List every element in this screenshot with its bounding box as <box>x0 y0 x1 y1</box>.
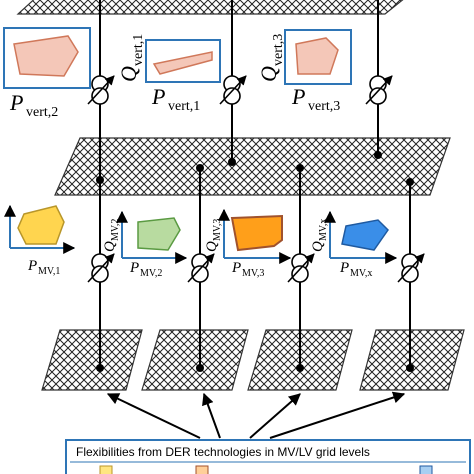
arrow-to-lv-4 <box>269 391 406 439</box>
node-mv-b <box>228 158 236 166</box>
svg-text:MV,x: MV,x <box>318 219 329 241</box>
transformer-mv-3 <box>287 253 315 283</box>
svg-text:Q: Q <box>102 241 118 252</box>
label-p-mv-x: P MV,x <box>339 260 372 279</box>
label-q-mv-3: Q MV,3 <box>204 219 223 252</box>
svg-text:MV,2: MV,2 <box>110 219 121 241</box>
node-mv-4 <box>406 178 414 186</box>
flex-region-mv-3 <box>218 208 292 264</box>
node-mv-c <box>374 151 382 159</box>
svg-text:vert,3: vert,3 <box>271 34 286 66</box>
label-q-mv-x: Q MV,x <box>310 219 329 252</box>
node-mv-2 <box>196 164 204 172</box>
lv-grid-plane-4 <box>359 329 465 391</box>
node-lv-2 <box>196 364 204 372</box>
flex-region-mv-2 <box>116 210 188 264</box>
mv-grid-plane <box>54 137 451 196</box>
flex-region-vert-2 <box>3 27 91 89</box>
label-p-vert-3: P vert,3 <box>291 84 340 114</box>
transformer-mv-1 <box>87 253 115 283</box>
legend-swatch-2 <box>195 465 209 474</box>
der-flexibility-legend: Flexibilities from DER technologies in M… <box>65 439 471 474</box>
svg-text:vert,1: vert,1 <box>168 99 200 114</box>
legend-text: Flexibilities from DER technologies in M… <box>76 445 370 459</box>
svg-text:vert,1: vert,1 <box>131 34 146 66</box>
svg-text:MV,x: MV,x <box>350 268 372 279</box>
svg-text:vert,3: vert,3 <box>308 99 340 114</box>
label-p-vert-2: P vert,2 <box>9 90 58 120</box>
lv-grid-plane-1 <box>41 329 143 391</box>
svg-text:P: P <box>9 90 23 115</box>
node-lv-1 <box>96 364 104 372</box>
label-q-vert-3: Q vert,3 <box>256 34 286 82</box>
svg-text:P: P <box>339 260 349 276</box>
svg-text:vert,2: vert,2 <box>26 105 58 120</box>
svg-text:P: P <box>27 258 37 274</box>
label-p-mv-3: P MV,3 <box>231 260 264 279</box>
svg-text:P: P <box>291 84 305 109</box>
arrow-to-lv-1 <box>106 393 201 439</box>
svg-text:MV,1: MV,1 <box>38 266 60 277</box>
svg-text:Q: Q <box>204 241 220 252</box>
legend-swatch-3 <box>419 465 433 474</box>
transformer-vert-2 <box>87 75 115 105</box>
transformer-mv-2 <box>187 253 215 283</box>
transformer-mv-x <box>397 253 425 283</box>
svg-text:MV,3: MV,3 <box>242 268 264 279</box>
node-lv-3 <box>296 364 304 372</box>
arrow-to-lv-3 <box>249 393 301 439</box>
label-p-mv-2: P MV,2 <box>129 260 162 279</box>
flex-region-mv-1 <box>3 204 76 254</box>
flex-region-mv-x <box>324 210 398 264</box>
arrow-to-lv-2 <box>202 392 221 439</box>
transformer-vert-3 <box>365 75 393 105</box>
svg-text:P: P <box>151 84 165 109</box>
svg-text:MV,2: MV,2 <box>140 268 162 279</box>
node-lv-4 <box>406 364 414 372</box>
svg-text:MV,3: MV,3 <box>212 219 223 241</box>
legend-swatch-1 <box>99 465 113 474</box>
label-q-vert-1: Q vert,1 <box>116 34 146 82</box>
svg-text:Q: Q <box>310 241 326 252</box>
svg-text:P: P <box>231 260 241 276</box>
svg-text:Q: Q <box>116 66 141 82</box>
lv-grid-plane-2 <box>141 329 249 391</box>
label-p-mv-1: P MV,1 <box>27 258 60 277</box>
label-q-mv-2: Q MV,2 <box>102 219 121 252</box>
transformer-vert-1 <box>219 75 247 105</box>
hv-grid-plane <box>16 0 404 15</box>
flex-region-vert-3 <box>284 29 352 85</box>
node-mv-3 <box>296 164 304 172</box>
svg-text:Q: Q <box>256 66 281 82</box>
svg-text:P: P <box>129 260 139 276</box>
label-p-vert-1: P vert,1 <box>151 84 200 114</box>
flex-region-vert-1 <box>145 39 221 83</box>
